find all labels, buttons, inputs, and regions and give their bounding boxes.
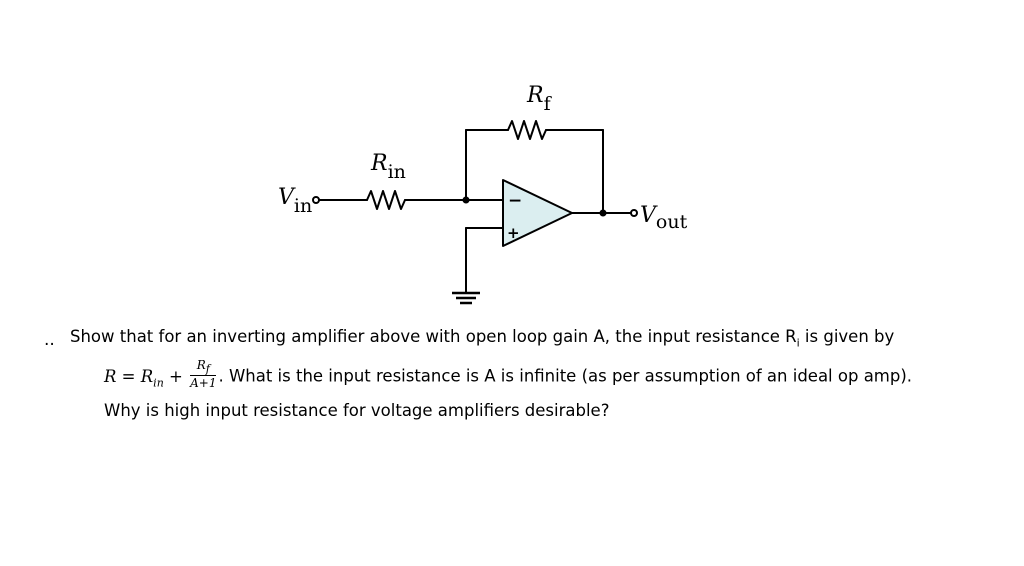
output-node-dot	[599, 209, 607, 217]
ground-symbol	[452, 291, 480, 305]
question-line-3: Why is high input resistance for voltage…	[104, 401, 610, 420]
op-amp-triangle	[502, 179, 573, 247]
inverting-amplifier-schematic: − + Vin Rin Rf Vout	[278, 83, 688, 305]
question-bullet: ..	[44, 330, 55, 350]
question-line-1: Show that for an inverting amplifier abo…	[70, 327, 895, 350]
rin-label: Rin	[370, 151, 406, 183]
rf-resistor	[507, 120, 547, 140]
question-line-2: R = Rin + Rf A+1 . What is the input res…	[104, 358, 913, 391]
rf-label: Rf	[526, 83, 553, 115]
vout-label: Vout	[640, 203, 688, 233]
formula-fraction: Rf A+1	[190, 358, 217, 391]
formula-lhs: R = Rin +	[104, 366, 183, 389]
inverting-node-dot	[462, 196, 470, 204]
vout-terminal	[630, 209, 638, 217]
plus-sign: +	[507, 224, 520, 242]
minus-sign: −	[508, 191, 522, 211]
rin-resistor	[366, 190, 406, 210]
vin-label: Vin	[278, 185, 312, 217]
